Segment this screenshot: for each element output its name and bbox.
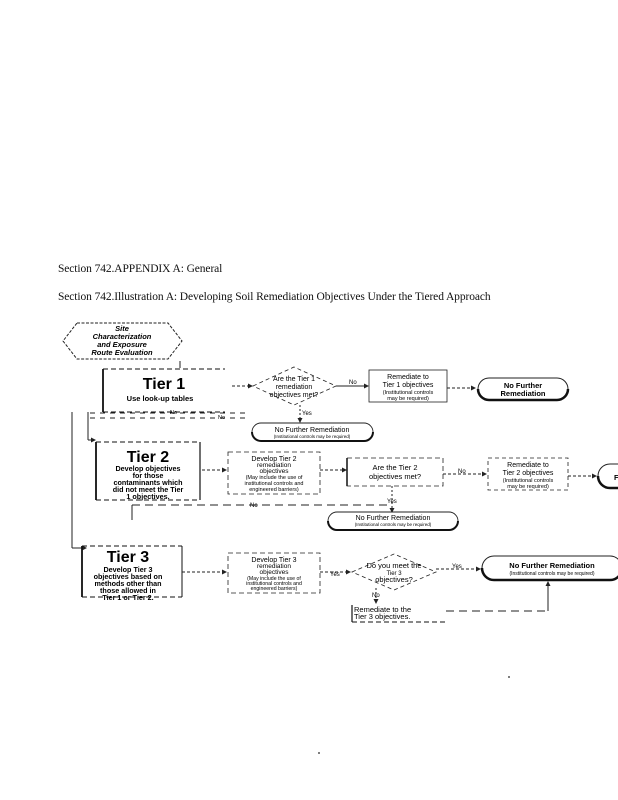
tier1-remediate: Remediate to Tier 1 objectives (Institut… bbox=[368, 369, 448, 403]
tier3-nfr-line-2: (Institutional controls may be required) bbox=[509, 571, 594, 577]
illustration-title: Section 742.Illustration A: Developing S… bbox=[58, 291, 491, 303]
tier2-remediate-line-1: Remediate to bbox=[507, 462, 549, 469]
mid-no-further-remediation-2: No Further Remediation (Institutional co… bbox=[327, 511, 459, 531]
tier2-remediate: Remediate to Tier 2 objectives (Institut… bbox=[487, 457, 569, 491]
tier3-yes-label-left: Yes bbox=[330, 572, 340, 578]
scan-speck-2 bbox=[318, 752, 320, 754]
tier1-question: Are the Tier 1 remediation objectives me… bbox=[252, 366, 337, 406]
tier3-no-label: No bbox=[372, 593, 380, 599]
tier1-nfr-line-1: No Further bbox=[504, 381, 542, 390]
section-title: Section 742.APPENDIX A: General bbox=[58, 263, 223, 275]
tier2-body-line-5: 1 objectives. bbox=[126, 492, 169, 501]
tier1-no-label: No bbox=[349, 380, 357, 386]
mid-nfr1-line-1: No Further Remediation bbox=[275, 427, 350, 434]
tier3-no-further-remediation: No Further Remediation (Institutional co… bbox=[480, 555, 618, 582]
tier2-develop-line-1: Develop Tier 2 bbox=[251, 456, 296, 463]
tier1-question-line-1: Are the Tier 1 bbox=[273, 376, 315, 383]
tier3-question: Do you meet the Tier 3 objectives? bbox=[350, 553, 438, 591]
tier3-yes-label: Yes bbox=[452, 564, 462, 570]
tier1-nfr-line-2: Remediation bbox=[500, 389, 545, 398]
tier2-develop-line-2: remediation bbox=[257, 462, 291, 469]
tier2-question: Are the Tier 2 objectives met? bbox=[346, 457, 444, 487]
tier2-no-label: No bbox=[458, 469, 466, 475]
tier3-remediate-line-2: Tier 3 objectives. bbox=[354, 612, 410, 621]
tier1-remediate-line-3: (Institutional controls bbox=[383, 390, 434, 396]
tier2-box: Tier 2 Develop objectives for those cont… bbox=[95, 441, 201, 501]
tier1-box: Tier 1 Use look-up tables bbox=[102, 368, 225, 413]
tier2-develop-line-5: institutional controls and bbox=[244, 481, 303, 487]
tier1-yes-label: Yes bbox=[302, 411, 312, 417]
tier1-question-line-3: objectives met? bbox=[270, 392, 319, 399]
tier1-no-label-2: No bbox=[170, 410, 177, 416]
tier3-develop-line-1: Develop Tier 3 bbox=[251, 557, 296, 564]
tier3-body-line-3: methods other than bbox=[94, 579, 161, 588]
tier3-develop-line-3: objectives bbox=[260, 569, 290, 576]
tier2-develop-line-3: objectives bbox=[260, 468, 290, 475]
tier3-question-line-3: objectives? bbox=[375, 575, 413, 584]
tier2-develop-line-6: engineered barriers) bbox=[249, 487, 299, 493]
tier1-remediate-line-4: may be required) bbox=[387, 396, 429, 402]
mid-nfr1-line-2: (Institutional controls may be required) bbox=[274, 434, 351, 439]
tier2-question-line-2: objectives met? bbox=[369, 472, 421, 481]
tier3-body-line-2: objectives based on bbox=[94, 572, 163, 581]
tier3-develop-line-2: remediation bbox=[257, 563, 291, 570]
tier1-question-line-2: remediation bbox=[276, 384, 313, 391]
tier1-remediate-line-1: Remediate to bbox=[387, 374, 429, 381]
tier3-body-line-4: those allowed in bbox=[100, 586, 156, 595]
tier3-question-line-1: Do you meet the bbox=[366, 561, 421, 570]
tier3-box: Tier 3 Develop Tier 3 objectives based o… bbox=[81, 545, 183, 602]
tier2-heading: Tier 2 bbox=[127, 449, 170, 466]
tier3-heading: Tier 3 bbox=[107, 549, 150, 566]
tier1-heading: Tier 1 bbox=[143, 376, 186, 393]
tier2-body-line-3: contaminants which bbox=[113, 478, 182, 487]
tier2-nfr-cut-text: F bbox=[614, 473, 618, 482]
tier2-nfr-cut: F bbox=[596, 463, 618, 490]
tier3-develop: Develop Tier 3 remediation objectives (M… bbox=[227, 552, 321, 594]
tier1-no-further-remediation: No Further Remediation bbox=[476, 377, 570, 402]
start-node: Site Characterization and Exposure Route… bbox=[62, 322, 183, 360]
tier3-body-line-1: Develop Tier 3 bbox=[103, 565, 152, 574]
tier2-remediate-line-3: (Institutional controls bbox=[503, 478, 554, 484]
tier3-question-line-2: Tier 3 bbox=[386, 571, 402, 577]
tier3-develop-line-6: engineered barriers) bbox=[251, 586, 298, 592]
tier3-remediate-line-1: Remediate to the bbox=[354, 605, 411, 614]
tier3-body-line-5: Tier 1 or Tier 2. bbox=[102, 593, 153, 602]
tier2-no-label-2: No bbox=[250, 503, 258, 509]
tier3-nfr-line-1: No Further Remediation bbox=[509, 561, 595, 570]
start-line-2: Characterization bbox=[93, 332, 152, 341]
tier2-develop: Develop Tier 2 remediation objectives (M… bbox=[227, 451, 321, 495]
tier2-body-line-2: for those bbox=[133, 471, 164, 480]
scan-speck-1 bbox=[508, 676, 510, 678]
tier1-remediate-line-2: Tier 1 objectives bbox=[383, 382, 434, 389]
tier1-no-label-3: No bbox=[218, 415, 225, 421]
tier2-remediate-line-2: Tier 2 objectives bbox=[503, 470, 554, 477]
mid-no-further-remediation-1: No Further Remediation (Institutional co… bbox=[251, 422, 374, 442]
start-line-4: Route Evaluation bbox=[91, 348, 153, 357]
tier2-body-line-1: Develop objectives bbox=[115, 464, 180, 473]
tier1-body: Use look-up tables bbox=[127, 394, 194, 403]
tier2-develop-line-4: (May include the use of bbox=[246, 475, 303, 481]
tier3-develop-line-5: institutional controls and bbox=[246, 581, 302, 587]
tier2-yes-label: Yes bbox=[387, 499, 397, 505]
mid-nfr2-line-1: No Further Remediation bbox=[356, 515, 431, 522]
tier2-remediate-line-4: may be required) bbox=[507, 484, 549, 490]
tier3-remediate: Remediate to the Tier 3 objectives. bbox=[351, 605, 446, 623]
start-line-1: Site bbox=[115, 324, 129, 333]
tier2-body-line-4: did not meet the Tier bbox=[113, 485, 184, 494]
tier3-develop-line-4: (May include the use of bbox=[247, 576, 301, 582]
mid-nfr2-line-2: (Institutional controls may be required) bbox=[355, 522, 432, 527]
start-line-3: and Exposure bbox=[97, 340, 147, 349]
tier2-question-line-1: Are the Tier 2 bbox=[372, 463, 417, 472]
